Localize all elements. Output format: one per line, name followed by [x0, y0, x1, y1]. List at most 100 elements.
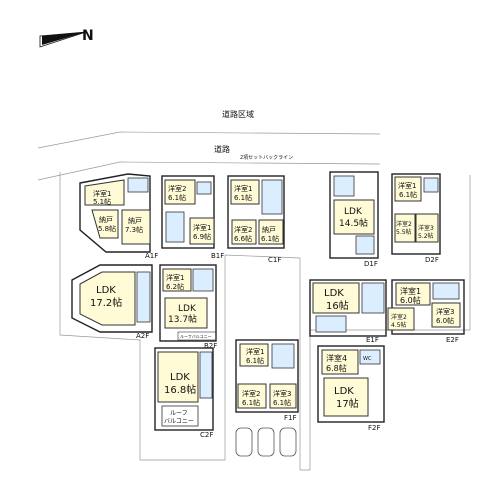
f1f-room-2 [237, 383, 267, 409]
unit-f-2f: WC 洋室4 6.8帖 LDK 17帖 F2F [317, 345, 385, 432]
f1f-wet-area [271, 343, 295, 369]
f2f-outline [317, 345, 385, 423]
b2f-roof-balcony-label: ルーフバルコニー [180, 334, 212, 339]
b2f-room-2 [164, 297, 208, 329]
d2f-label: D2F [425, 256, 439, 264]
a1f-room-2-name: 納戸 [99, 215, 113, 224]
a2f-outline [71, 264, 153, 333]
b2f-room-1-name: 洋室1 [166, 273, 184, 282]
e2f-room-3-name: 洋室3 [436, 307, 454, 316]
unit-e-2f: 洋室1 6.0帖 洋室2 4.5帖 洋室3 6.0帖 E2F [387, 279, 465, 344]
c1f-wet-area [261, 179, 283, 215]
b2f-room-2-size: 13.7帖 [168, 313, 197, 325]
e2f-room-3-size: 6.0帖 [436, 316, 454, 325]
a1f-room-1-name: 洋室1 [93, 189, 111, 198]
e1f-outline [309, 279, 387, 337]
f2f-room-1-size: 6.8帖 [326, 363, 347, 373]
setback-label: 2項セットバックライン [240, 155, 293, 161]
unit-d-2f: 洋室1 6.1帖 洋室2 5.5帖 洋室3 5.2帖 D2F [391, 173, 441, 264]
c1f-room-3 [258, 219, 284, 245]
f2f-label: F2F [368, 424, 381, 432]
c1f-room-1 [230, 179, 260, 205]
a2f-label: A2F [136, 332, 149, 340]
car-icon [257, 427, 275, 457]
unit-f-1f: 洋室1 6.1帖 洋室2 6.1帖 洋室3 6.1帖 F1F [235, 339, 299, 422]
d2f-room-1-name: 洋室1 [398, 181, 416, 190]
d2f-wc [423, 177, 439, 193]
b1f-closet [196, 181, 212, 195]
unit-a-2f: LDK 17.2帖 A2F [71, 264, 153, 340]
unit-a-1f: 洋室1 5.1帖 納戸 5.8帖 納戸 7.3帖 A1F [79, 173, 158, 260]
d1f-outline [329, 171, 379, 259]
b1f-outline [161, 175, 215, 249]
d1f-room-1-size: 14.5帖 [339, 217, 368, 229]
d2f-room-2-size: 5.5帖 [396, 228, 412, 236]
c1f-label: C1F [268, 256, 281, 264]
e2f-room-2 [387, 307, 415, 331]
c2f-room-1-name: LDK [170, 372, 190, 383]
c1f-room-1-name: 洋室1 [234, 184, 252, 193]
a1f-room-3 [121, 209, 151, 245]
a1f-wet-area [127, 177, 149, 193]
f1f-room-1-name: 洋室1 [246, 347, 264, 356]
d1f-label: D1F [364, 260, 378, 268]
a1f-room-2-size: 5.8帖 [98, 224, 116, 233]
d2f-room-3 [415, 213, 439, 243]
c1f-room-2 [231, 219, 257, 245]
f1f-outline [235, 339, 299, 413]
c1f-room-2-name: 洋室2 [234, 225, 252, 234]
e2f-room-1-size: 6.0帖 [400, 295, 421, 305]
e2f-wc [432, 282, 460, 300]
c2f-roof-label-1: ルーフ [170, 410, 188, 417]
parking-area [235, 427, 297, 457]
f1f-room-2-size: 6.1帖 [242, 398, 260, 407]
c1f-room-3-size: 6.1帖 [261, 234, 279, 243]
b2f-label: B2F [204, 342, 217, 350]
b2f-room-2-name: LDK [178, 304, 197, 314]
f2f-wc [359, 349, 381, 365]
unit-c-2f: LDK 16.8帖 ルーフ バルコニー C2F [154, 347, 214, 439]
setback-line [37, 161, 381, 181]
e2f-room-2-size: 4.5帖 [391, 321, 407, 329]
d2f-room-1 [394, 176, 422, 202]
d2f-room-3-name: 洋室3 [418, 224, 434, 232]
c2f-room-1-size: 16.8帖 [164, 383, 196, 396]
unit-b-1f: 洋室2 6.1帖 洋室1 6.9帖 B1F [161, 175, 224, 260]
car-icon [279, 427, 297, 457]
d1f-room-1 [333, 199, 375, 235]
a1f-room-2 [91, 209, 119, 239]
compass: N [39, 28, 94, 48]
f1f-room-3-size: 6.1帖 [273, 398, 291, 407]
b2f-room-1-size: 6.2帖 [166, 282, 184, 291]
a2f-room-1 [79, 271, 136, 326]
c2f-outline [154, 347, 214, 431]
compass-label: N [82, 28, 94, 44]
b2f-outline [159, 264, 217, 342]
c1f-room-2-size: 6.6帖 [234, 234, 252, 243]
road-label: 道路 [214, 144, 230, 154]
c2f-stairs [199, 351, 213, 399]
b1f-room-2-name: 洋室1 [193, 223, 211, 232]
a1f-room-3-name: 納戸 [128, 216, 142, 225]
d2f-room-2-name: 洋室2 [396, 220, 412, 228]
unit-d-1f: LDK 14.5帖 D1F [329, 171, 379, 268]
c1f-room-3-name: 納戸 [262, 225, 276, 234]
c2f-roof-label-2: バルコニー [164, 418, 194, 425]
unit-c-1f: 洋室1 6.1帖 洋室2 6.6帖 納戸 6.1帖 C1F [227, 175, 285, 264]
a2f-room-1-size: 17.2帖 [90, 296, 122, 309]
road-area: 道路区域 道路 2項セットバックライン [37, 109, 381, 181]
d1f-room-1-name: LDK [344, 207, 363, 217]
car-icon [235, 427, 253, 457]
b1f-room-1-name: 洋室2 [168, 184, 186, 193]
unit-b-2f: 洋室1 6.2帖 LDK 13.7帖 ルーフバルコニー B2F [159, 264, 217, 350]
b1f-room-2 [189, 217, 215, 245]
e2f-room-2-name: 洋室2 [391, 313, 407, 321]
e2f-label: E2F [446, 336, 459, 344]
a1f-label: A1F [145, 252, 158, 260]
e2f-outline [391, 279, 465, 335]
b1f-room-1 [164, 179, 196, 205]
e1f-room-1-name: LDK [324, 288, 344, 299]
f2f-room-1-name: 洋室4 [326, 353, 347, 363]
c1f-outline [227, 175, 285, 249]
